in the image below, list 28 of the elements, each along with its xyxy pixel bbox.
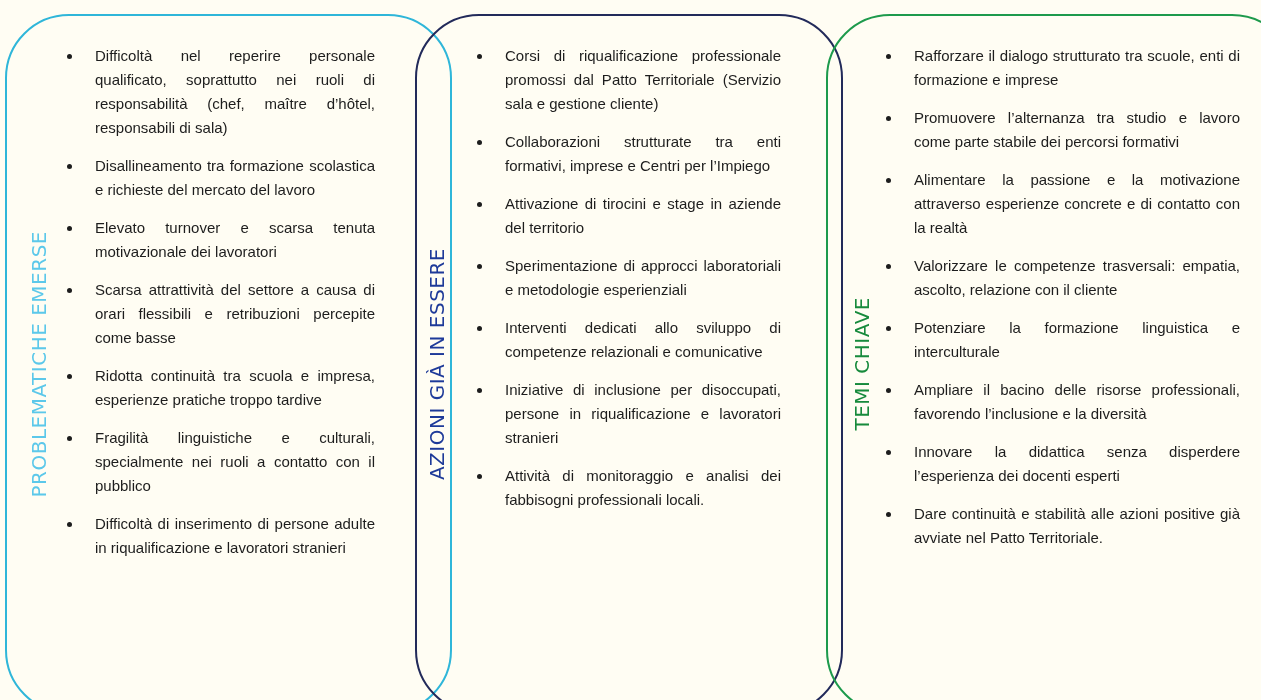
bullet-item: Valorizzare le competenze trasversali: empatia, ascolto, relazione con il cliente — [914, 257, 1240, 298]
bullet-item: Elevato turnover e scarsa tenuta motivazionale dei lavoratori — [95, 219, 375, 260]
bullet-item: Attività di monitoraggio e analisi dei fabbisogni professionali locali. — [505, 467, 781, 508]
rounded-panel — [5, 14, 452, 700]
bullet-item: Difficoltà di inserimento di persone adulte in riqualificazione e lavoratori stranieri — [95, 515, 375, 556]
rounded-panel — [415, 14, 843, 700]
bullet-item: Rafforzare il dialogo strutturato tra scuole, enti di formazione e imprese — [914, 47, 1240, 88]
bullet-item: Attivazione di tirocini e stage in aziende del territorio — [505, 195, 781, 236]
bullet-item: Innovare la didattica senza disperdere l’esperienza dei docenti esperti — [914, 443, 1240, 484]
bullet-item: Collaborazioni strutturate tra enti formativi, imprese e Centri per l’Impiego — [505, 133, 781, 174]
bullet-item: Ridotta continuità tra scuola e impresa, esperienze pratiche troppo tardive — [95, 367, 375, 408]
panel-title: PROBLEMATICHE EMERSE — [27, 230, 51, 498]
bullet-item: Corsi di riqualificazione professionale promossi dal Patto Territoriale (Servizio sala e gestione cliente) — [505, 47, 781, 112]
bullet-item: Scarsa attrattività del settore a causa di orari flessibili e retribuzioni percepite come basse — [95, 281, 375, 346]
panel-title: AZIONI GIÀ IN ESSERE — [425, 247, 449, 481]
bullet-item: Difficoltà nel reperire personale qualificato, soprattutto nei ruoli di responsabilità (chef, maître d’hôtel, responsabili di sala) — [95, 47, 375, 136]
bullet-item: Potenziare la formazione linguistica e interculturale — [914, 319, 1240, 360]
panel-title: TEMI CHIAVE — [850, 297, 874, 431]
bullet-item: Fragilità linguistiche e culturali, specialmente nei ruoli a contatto con il pubblico — [95, 429, 375, 494]
bullet-item: Sperimentazione di approcci laboratoriali e metodologie esperienziali — [505, 257, 781, 298]
rounded-panel — [826, 14, 1261, 700]
bullet-item: Iniziative di inclusione per disoccupati, persone in riqualificazione e lavoratori stranieri — [505, 381, 781, 446]
bullet-item: Ampliare il bacino delle risorse professionali, favorendo l’inclusione e la diversità — [914, 381, 1240, 422]
bullet-item: Promuovere l’alternanza tra studio e lavoro come parte stabile dei percorsi formativi — [914, 109, 1240, 150]
bullet-item: Alimentare la passione e la motivazione attraverso esperienze concrete e di contatto con la realtà — [914, 171, 1240, 236]
bullet-item: Disallineamento tra formazione scolastica e richieste del mercato del lavoro — [95, 157, 375, 198]
bullet-item: Interventi dedicati allo sviluppo di competenze relazionali e comunicative — [505, 319, 781, 360]
bullet-item: Dare continuità e stabilità alle azioni positive già avviate nel Patto Territoriale. — [914, 505, 1240, 546]
